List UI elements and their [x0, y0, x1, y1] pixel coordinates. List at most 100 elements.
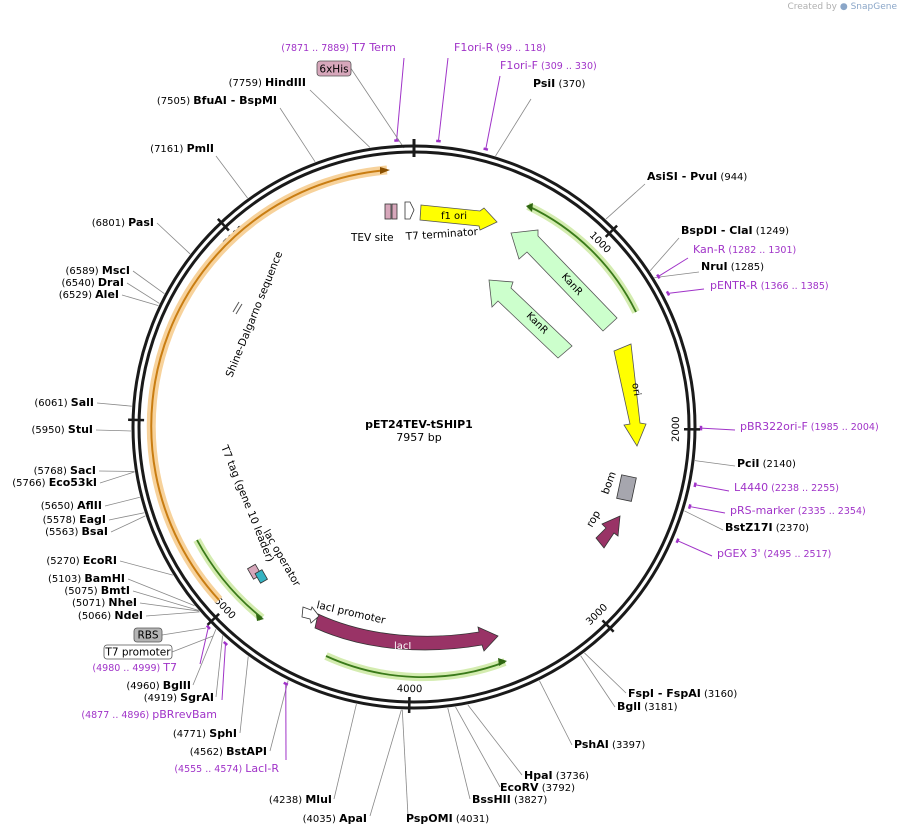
rop-label: rop [584, 508, 603, 529]
credit-prefix: Created by [787, 2, 837, 12]
primer-bar-4 [665, 290, 671, 296]
site-leader-pmli [215, 155, 248, 199]
primer-name: pGEX 3' [717, 547, 761, 560]
site-name: AleI [95, 288, 119, 301]
site-pos: (5766) [12, 478, 48, 489]
primer-leader-5 [700, 427, 736, 431]
site-label-ecori: (5270) EcoRI [46, 554, 117, 567]
primer-name: L4440 [734, 481, 768, 494]
site-label-saci: (5768) SacI [34, 464, 96, 477]
site-pos: (4562) [190, 747, 226, 758]
site-pos: (5578) [43, 515, 79, 526]
box-t7_promoter [103, 644, 173, 660]
primer-leader-8 [677, 540, 713, 557]
site-label-psii: PsiI (370) [533, 77, 585, 90]
site-pos: (5950) [31, 425, 67, 436]
primer-label-3: Kan-R (1282 .. 1301) [693, 243, 796, 256]
site-name: PspOMI [406, 812, 453, 825]
site-pos: (1249) [753, 226, 790, 237]
site-label-bamhi: (5103) BamHI [48, 572, 125, 585]
tick-mark-1000 [604, 224, 618, 238]
primer-name: Kan-R [693, 243, 726, 256]
site-leader-ecorv [455, 706, 501, 788]
t7-terminator-feature [404, 201, 415, 220]
lac-operator-box [254, 569, 269, 584]
site-name: BglII [163, 679, 191, 692]
site-label-mlui: (4238) MluI [269, 793, 332, 806]
site-name: BstAPI [226, 745, 267, 758]
green-cds-arrow-1 [526, 203, 533, 212]
site-label-bspdi: BspDI - ClaI (1249) [681, 224, 789, 237]
site-name: BssHII [472, 793, 511, 806]
site-pos: (5270) [46, 556, 82, 567]
site-leader-pcii [694, 460, 736, 467]
insert-arc-core [150, 169, 388, 601]
ori-label: ori [629, 382, 642, 397]
laci-promoter-feature [301, 606, 320, 624]
site-name: SacI [70, 464, 96, 477]
primer-leader-6 [695, 484, 730, 492]
primer-bar-2 [483, 147, 489, 151]
site-pos: (3792) [539, 783, 576, 794]
site-leader-pshai [539, 680, 573, 746]
site-leader-bamhi [127, 578, 195, 606]
plasmid-name: pET24TEV-tSHIP1 [365, 418, 473, 431]
site-name: EcoRV [500, 781, 539, 794]
primer-bar-10 [222, 640, 229, 646]
tev-site-label: TEV site [350, 232, 394, 244]
site-labels: PsiI (370)AsiSI - PvuI (944)BspDI - ClaI… [12, 41, 878, 825]
primer-bar-3 [656, 273, 661, 280]
site-pos: (3827) [511, 795, 548, 806]
site-name: MluI [305, 793, 332, 806]
site-label-nhei: (5071) NheI [72, 596, 137, 609]
site-leader-nrui [654, 271, 700, 279]
site-name: NdeI [114, 609, 143, 622]
site-label-pasi: (6801) PasI [92, 216, 154, 229]
site-pos: (4771) [173, 729, 209, 740]
box-leader-t7_promoter [171, 635, 214, 653]
site-name-2: ClaI [729, 224, 752, 237]
site-pos: (3736) [553, 771, 590, 782]
bom-feature [616, 474, 637, 502]
green-cds-arc-3-core [325, 655, 506, 678]
site-pos: (5066) [78, 611, 114, 622]
site-pos: (5103) [48, 574, 84, 585]
primer-pos: (1366 .. 1385) [758, 281, 829, 292]
primer-leader-3 [658, 257, 689, 277]
tick-label-2000: 2000 [671, 416, 682, 442]
primer-leader-10 [221, 643, 226, 701]
site-leader-bsshii [447, 707, 471, 800]
site-leader-asisi [605, 183, 646, 220]
box-label-his_tag: 6xHis [319, 64, 348, 76]
site-leader-nhei [139, 602, 200, 612]
site-leader-sphi [239, 656, 249, 734]
site-leader-pspomi [401, 709, 409, 817]
site-label-drai: (6540) DraI [61, 276, 124, 289]
site-leader-bgli [580, 655, 616, 708]
primer-label-11: (4555 .. 4574) LacI-R [174, 762, 279, 775]
site-pos: (5650) [41, 501, 77, 512]
green-cds-arrow-2 [256, 614, 264, 621]
primer-name: pENTR-R [710, 279, 758, 292]
box-rbs [133, 627, 163, 643]
box-his_tag [316, 60, 352, 77]
credit-brand: SnapGene [850, 2, 897, 12]
primer-leader-2 [485, 75, 501, 150]
primer-label-10: (4877 .. 4896) pBRrevBam [81, 708, 217, 721]
primer-pos: (2495 .. 2517) [761, 549, 832, 560]
primer-label-8: pGEX 3' (2495 .. 2517) [717, 547, 831, 560]
shine-dalgarno-mark-1 [232, 301, 240, 313]
plasmid-size: 7957 bp [396, 431, 441, 444]
site-label-stui: (5950) StuI [31, 423, 93, 436]
primer-pos: (99 .. 118) [493, 43, 546, 54]
primer-label-7: pRS-marker (2335 .. 2354) [730, 504, 866, 517]
site-pos: (6540) [61, 278, 97, 289]
site-leader-psii [495, 98, 532, 157]
primer-label-4: pENTR-R (1366 .. 1385) [710, 279, 829, 292]
site-pos: (7505) [157, 96, 193, 107]
site-label-eagi: (5578) EagI [43, 513, 106, 526]
site-leader-bmti [132, 590, 199, 611]
primer-leader-1 [437, 57, 449, 142]
site-pos: (7759) [229, 78, 265, 89]
primer-bar-8 [675, 538, 680, 544]
